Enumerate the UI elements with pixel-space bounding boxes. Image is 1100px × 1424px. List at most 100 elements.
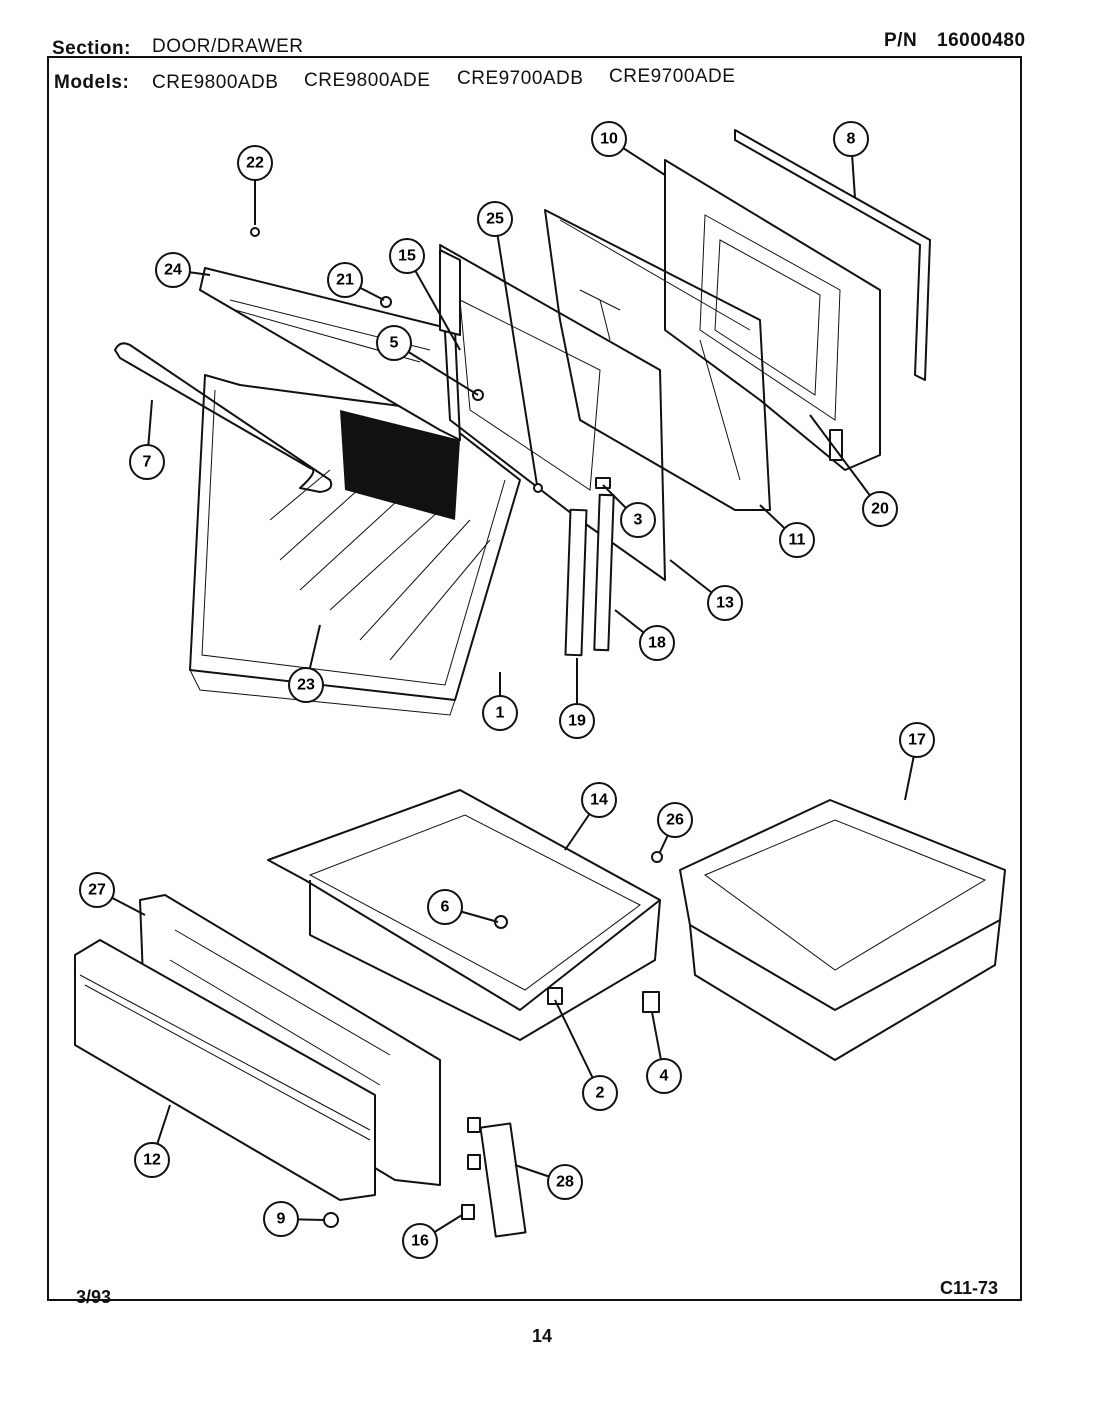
- model-3: CRE9700ADB: [457, 68, 584, 89]
- callout-number-23: 23: [297, 677, 315, 694]
- callout-7: 7: [129, 444, 165, 480]
- callout-circle-16: [402, 1223, 438, 1259]
- callout-bubbles: 1234567891011121314151617181920212223242…: [79, 121, 935, 1259]
- door-inner-liner-part: [664, 159, 881, 471]
- callout-number-20: 20: [871, 501, 889, 518]
- callout-number-25: 25: [486, 211, 504, 228]
- callout-number-3: 3: [634, 512, 643, 529]
- callout-number-22: 22: [246, 155, 264, 172]
- side-rail-19-part: [564, 508, 588, 657]
- callout-number-8: 8: [847, 131, 856, 148]
- callout-number-6: 6: [441, 899, 450, 916]
- model-2: CRE9800ADE: [304, 70, 431, 91]
- section-value: DOOR/DRAWER: [152, 36, 304, 57]
- callout-16: 16: [402, 1223, 438, 1259]
- callout-circle-18: [639, 625, 675, 661]
- callout-number-14: 14: [590, 792, 608, 809]
- callout-number-28: 28: [556, 1174, 574, 1191]
- screw-26-part: [651, 851, 663, 863]
- callout-24: 24: [155, 252, 191, 288]
- callout-15: 15: [389, 238, 425, 274]
- callout-circle-19: [559, 703, 595, 739]
- page-number: 14: [532, 1326, 553, 1346]
- callout-28: 28: [547, 1164, 583, 1200]
- callout-number-16: 16: [411, 1233, 429, 1250]
- callout-14: 14: [581, 782, 617, 818]
- leader-line-20: [809, 414, 881, 510]
- bumper-16b-part: [467, 1154, 481, 1170]
- callout-circle-27: [79, 872, 115, 908]
- callout-circle-14: [581, 782, 617, 818]
- callout-number-13: 13: [716, 595, 734, 612]
- callout-17: 17: [899, 722, 935, 758]
- callout-3: 3: [620, 502, 656, 538]
- callout-circle-22: [237, 145, 273, 181]
- callout-circle-25: [477, 201, 513, 237]
- callout-number-12: 12: [143, 1152, 161, 1169]
- callout-circle-21: [327, 262, 363, 298]
- drawer-stop-part: [642, 991, 660, 1013]
- callout-circle-7: [129, 444, 165, 480]
- callout-25: 25: [477, 201, 513, 237]
- door-handle-part: [114, 342, 333, 493]
- callout-circle-23: [288, 667, 324, 703]
- callout-26: 26: [657, 802, 693, 838]
- screw-22-part: [250, 227, 260, 237]
- callout-27: 27: [79, 872, 115, 908]
- door-insulation-part: [544, 209, 771, 511]
- callout-number-18: 18: [648, 635, 666, 652]
- callout-number-1: 1: [496, 705, 505, 722]
- callout-13: 13: [707, 585, 743, 621]
- drawer-pan-part: [267, 789, 661, 1041]
- drawer-roller-part: [547, 987, 563, 1005]
- callout-number-15: 15: [398, 248, 416, 265]
- callout-circle-12: [134, 1142, 170, 1178]
- callout-circle-8: [833, 121, 869, 157]
- callout-23: 23: [288, 667, 324, 703]
- pn-label: P/N: [884, 30, 918, 51]
- screw-25-part: [533, 483, 543, 493]
- bumper-16a-part: [467, 1117, 481, 1133]
- callout-circle-1: [482, 695, 518, 731]
- drawer-liner-part: [679, 799, 1006, 1061]
- door-top-trim-part: [199, 267, 461, 441]
- callout-number-26: 26: [666, 812, 684, 829]
- screw-9-part: [323, 1212, 339, 1228]
- figure-code: C11-73: [940, 1278, 999, 1298]
- door-inner-panel-part: [439, 244, 666, 581]
- clip-3-part: [595, 477, 611, 489]
- bumper-16c-part: [461, 1204, 475, 1220]
- callout-21: 21: [327, 262, 363, 298]
- callout-circle-6: [427, 889, 463, 925]
- callout-22: 22: [237, 145, 273, 181]
- drawer-front-part: [74, 939, 376, 1201]
- callout-18: 18: [639, 625, 675, 661]
- callout-circle-17: [899, 722, 935, 758]
- door-gasket-part: [734, 129, 931, 381]
- callout-circle-5: [376, 325, 412, 361]
- callout-12: 12: [134, 1142, 170, 1178]
- callout-19: 19: [559, 703, 595, 739]
- callout-20: 20: [862, 491, 898, 527]
- callout-number-11: 11: [789, 532, 806, 549]
- callout-5: 5: [376, 325, 412, 361]
- callout-number-21: 21: [336, 272, 354, 289]
- callout-circle-28: [547, 1164, 583, 1200]
- callout-1: 1: [482, 695, 518, 731]
- callout-11: 11: [779, 522, 815, 558]
- section-label: Section:: [52, 38, 131, 59]
- callout-circle-13: [707, 585, 743, 621]
- callout-circle-15: [389, 238, 425, 274]
- callout-number-17: 17: [908, 732, 926, 749]
- callout-number-27: 27: [88, 882, 106, 899]
- callout-4: 4: [646, 1058, 682, 1094]
- callout-circle-3: [620, 502, 656, 538]
- callout-circle-24: [155, 252, 191, 288]
- callout-circle-4: [646, 1058, 682, 1094]
- callout-number-9: 9: [277, 1211, 286, 1228]
- callout-circle-26: [657, 802, 693, 838]
- callout-8: 8: [833, 121, 869, 157]
- callout-number-5: 5: [390, 335, 399, 352]
- callout-2: 2: [582, 1075, 618, 1111]
